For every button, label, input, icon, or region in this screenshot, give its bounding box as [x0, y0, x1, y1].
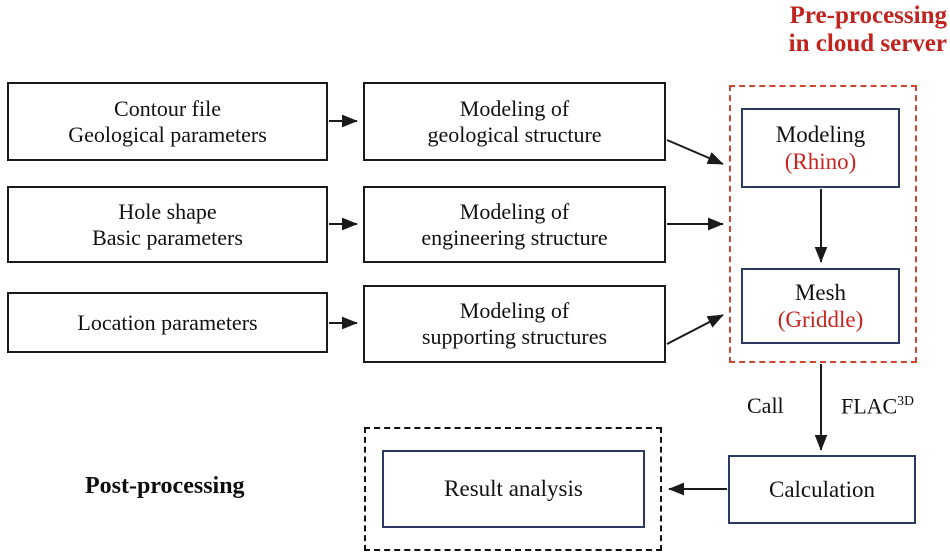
- input-hole-box[interactable]: Hole shape Basic parameters: [7, 186, 328, 263]
- input-location-box[interactable]: Location parameters: [7, 292, 328, 353]
- cloud-modeling-line2: (Rhino): [784, 149, 857, 174]
- cloud-mesh-box[interactable]: Mesh (Griddle): [741, 268, 900, 344]
- cloud-mesh-line1: Mesh: [794, 279, 847, 305]
- cloud-mesh-line2: (Griddle): [777, 307, 864, 332]
- model-engineering-line1: Modeling of: [459, 198, 570, 224]
- arrow-supporting-to-cloud: [666, 314, 724, 345]
- input-hole-line2: Basic parameters: [92, 224, 243, 250]
- cloud-section-title: Pre-processing in cloud server: [709, 2, 947, 58]
- input-contour-box[interactable]: Contour file Geological parameters: [7, 82, 328, 161]
- input-location-line1: Location parameters: [77, 309, 258, 335]
- arrow-geological-to-cloud: [666, 139, 724, 165]
- model-geological-line2: geological structure: [427, 121, 602, 147]
- result-analysis-label: Result analysis: [444, 476, 583, 502]
- input-contour-line2: Geological parameters: [68, 121, 267, 147]
- edge-label-flac3d: FLAC3D: [841, 393, 914, 419]
- model-geological-line1: Modeling of: [459, 95, 570, 121]
- cloud-section-title-line1: Pre-processing: [789, 2, 947, 29]
- calculation-label: Calculation: [768, 476, 876, 502]
- model-supporting-line1: Modeling of: [459, 298, 570, 324]
- input-contour-line1: Contour file: [114, 95, 221, 121]
- post-processing-label: Post-processing: [85, 473, 245, 499]
- cloud-modeling-box[interactable]: Modeling (Rhino): [741, 108, 900, 188]
- model-engineering-line2: engineering structure: [421, 224, 608, 250]
- calculation-box[interactable]: Calculation: [728, 455, 916, 524]
- cloud-modeling-line1: Modeling: [775, 121, 866, 147]
- model-supporting-box[interactable]: Modeling of supporting structures: [363, 285, 666, 363]
- cloud-server-group-boundary: [729, 85, 917, 363]
- input-hole-line1: Hole shape: [118, 198, 217, 224]
- post-processing-group-boundary: [364, 427, 662, 551]
- model-supporting-line2: supporting structures: [421, 324, 608, 349]
- model-geological-box[interactable]: Modeling of geological structure: [363, 82, 666, 161]
- edge-label-flac-superscript: 3D: [897, 393, 914, 408]
- edge-label-flac-base: FLAC: [841, 393, 898, 419]
- cloud-section-title-line2: in cloud server: [788, 30, 947, 57]
- edge-label-call: Call: [747, 393, 784, 418]
- model-engineering-box[interactable]: Modeling of engineering structure: [363, 186, 666, 263]
- result-analysis-box[interactable]: Result analysis: [382, 450, 645, 528]
